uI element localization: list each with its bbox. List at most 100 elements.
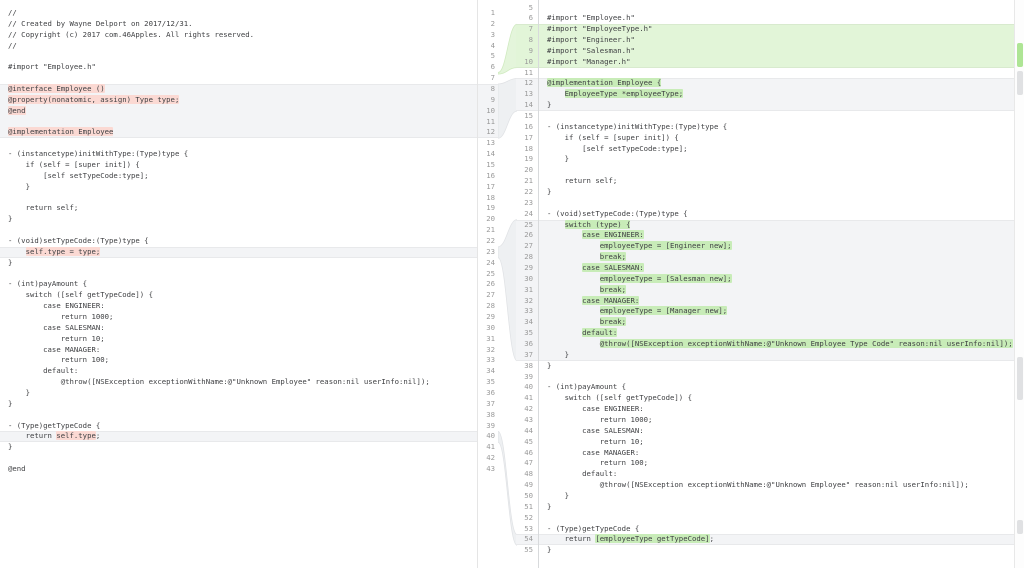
code-text: return 100; — [8, 355, 109, 366]
code-text: // — [8, 8, 17, 19]
plain-text: // Created by Wayne Delport on 2017/12/3… — [8, 18, 193, 28]
plain-text: return 1000; — [547, 415, 653, 425]
plain-text: } — [547, 154, 569, 164]
added-change-marker — [1017, 43, 1023, 67]
code-text: } — [547, 361, 551, 372]
code-text: } — [547, 545, 551, 556]
line-number: 27 — [524, 241, 533, 251]
plain-text: return 1000; — [8, 311, 114, 321]
plain-text: #import "Engineer.h" — [547, 35, 635, 45]
line-number: 8 — [490, 83, 495, 93]
plain-text — [547, 339, 600, 348]
code-text: - (instancetype)initWithType:(Type)type … — [8, 149, 188, 160]
plain-text: switch ([self getTypeCode]) { — [547, 393, 692, 403]
line-number: 23 — [486, 246, 495, 256]
line-number: 39 — [524, 371, 533, 381]
code-text: default: — [8, 366, 78, 377]
plain-text: - (Type)getTypeCode { — [8, 420, 101, 430]
code-text: } — [8, 399, 12, 410]
modified-change-connector — [498, 78, 517, 139]
line-number: 22 — [524, 187, 533, 197]
code-text: employeeType = [Engineer new]; — [547, 241, 732, 252]
code-text: } — [8, 388, 30, 399]
line-number: 5 — [528, 2, 533, 12]
plain-text: } — [547, 360, 552, 370]
code-text: case ENGINEER: — [8, 301, 105, 312]
plain-text: @throw([NSException exceptionWithName:@"… — [8, 377, 430, 387]
plain-text: return — [8, 431, 57, 441]
plain-text: if (self = [super init]) { — [547, 132, 679, 142]
plain-text: } — [547, 187, 552, 197]
code-text: @end — [8, 105, 26, 117]
line-number: 32 — [486, 344, 495, 354]
code-text: default: — [547, 328, 618, 339]
plain-text: switch ([self getTypeCode]) { — [8, 290, 153, 300]
plain-text: ; — [95, 431, 101, 441]
line-number: 27 — [486, 290, 495, 300]
line-number: 52 — [524, 512, 533, 522]
code-text: switch ([self getTypeCode]) { — [547, 393, 692, 404]
line-number: 21 — [524, 176, 533, 186]
plain-text: } — [547, 349, 569, 359]
plain-text — [547, 89, 565, 98]
code-text: @throw([NSException exceptionWithName:@"… — [547, 480, 969, 491]
line-number: 10 — [486, 105, 495, 115]
line-number: 14 — [524, 100, 533, 110]
line-number: 40 — [486, 431, 495, 441]
line-number: 26 — [524, 230, 533, 240]
added-text-highlight: case MANAGER: — [582, 295, 640, 305]
line-number: 40 — [524, 382, 533, 392]
line-number: 43 — [524, 415, 533, 425]
line-number: 28 — [524, 252, 533, 262]
plain-text — [547, 317, 600, 326]
code-text: case SALESMAN: — [547, 426, 644, 437]
code-text: } — [547, 154, 569, 165]
plain-text — [547, 328, 582, 337]
code-text: } — [547, 491, 569, 502]
line-number: 2 — [490, 18, 495, 28]
modified-change-marker — [1017, 71, 1023, 95]
code-text: - (Type)getTypeCode { — [547, 524, 639, 535]
code-text: if (self = [super init]) { — [547, 133, 679, 144]
code-text: EmployeeType *employeeType; — [547, 89, 684, 100]
plain-text: return 10; — [8, 333, 105, 343]
plain-text: - (void)setTypeCode:(Type)type { — [547, 208, 688, 218]
plain-text: ; — [709, 534, 714, 544]
line-number: 11 — [486, 116, 495, 126]
plain-text: // — [8, 8, 17, 17]
code-text: @implementation Employee — [8, 127, 114, 138]
line-number: 49 — [524, 480, 533, 490]
plain-text: #import "Salesman.h" — [547, 45, 635, 55]
code-text: } — [8, 182, 30, 193]
code-text: switch (type) { — [547, 219, 631, 231]
plain-text: return self; — [8, 203, 79, 213]
code-text: #import "Manager.h" — [547, 57, 630, 68]
line-number: 20 — [524, 165, 533, 175]
line-number: 6 — [490, 62, 495, 72]
line-number: 13 — [486, 138, 495, 148]
added-text-highlight: employeeType = [Manager new]; — [599, 306, 728, 316]
plain-text: - (instancetype)initWithType:(Type)type … — [8, 149, 189, 159]
plain-text: return 10; — [547, 436, 644, 446]
added-text-highlight: default: — [582, 328, 618, 338]
line-number: 14 — [486, 149, 495, 159]
line-number: 9 — [490, 94, 495, 104]
line-number: 53 — [524, 523, 533, 533]
added-text-highlight: break; — [599, 284, 627, 294]
line-number: 23 — [524, 197, 533, 207]
plain-text: @end — [8, 463, 26, 473]
plain-text: } — [8, 257, 13, 267]
code-text: self.type = type; — [8, 246, 101, 258]
plain-text — [547, 220, 565, 229]
line-number: 54 — [524, 534, 533, 544]
code-text: @property(nonatomic, assign) Type type; — [8, 94, 180, 106]
change-overview-scrollbar[interactable] — [1014, 0, 1024, 568]
line-number: 28 — [486, 301, 495, 311]
code-text: } — [8, 214, 12, 225]
line-number: 9 — [528, 45, 533, 55]
plain-text — [547, 230, 582, 239]
line-number: 4 — [490, 40, 495, 50]
plain-text: // — [8, 40, 17, 50]
line-number: 43 — [486, 463, 495, 473]
plain-text — [547, 296, 582, 305]
